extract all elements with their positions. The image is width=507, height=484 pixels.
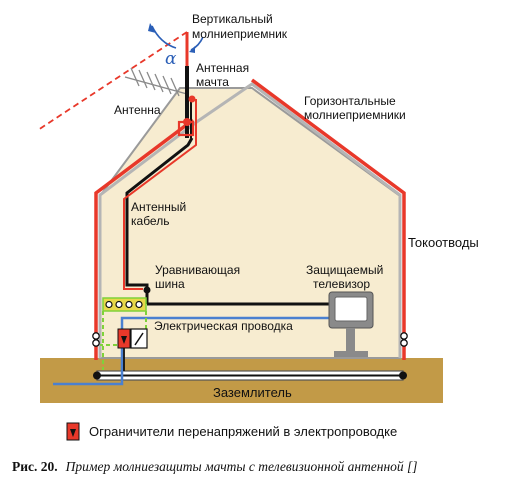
protection-angle-arrow: [151, 25, 177, 49]
figure-caption: Рис. 20. Пример молниезащиты мачты с тел…: [12, 458, 418, 475]
earthing-node-left: [93, 371, 101, 380]
label-vertical-rod-1: Вертикальный: [192, 12, 273, 26]
label-horizontal-rods-2: молниеприемники: [304, 108, 406, 122]
bonding-bar: [102, 297, 147, 312]
earthing-node-right: [399, 371, 407, 380]
horizontal-lightning-conductor: [94, 118, 195, 360]
label-down-conductors: Токоотводы: [408, 235, 479, 250]
legend-surge-arrester-label: Ограничители перенапряжений в электропро…: [89, 424, 397, 439]
label-bonding-bar-2: шина: [155, 277, 185, 291]
label-tv-1: Защищаемый: [306, 263, 383, 277]
antenna: [124, 67, 188, 97]
bonding-node: [143, 286, 151, 294]
label-antenna: Антенна: [114, 103, 161, 117]
label-alpha: α: [165, 49, 177, 69]
legend-surge-arrester-icon: [66, 422, 80, 441]
mast-down-conductor: [123, 99, 197, 290]
caption-number: Рис. 20.: [12, 459, 58, 474]
mast-clamp-node: [183, 118, 191, 126]
electrical-wiring: [53, 316, 330, 386]
label-antenna-cable-1: Антенный: [131, 200, 186, 214]
arrow-head-right: [189, 46, 195, 53]
switch-lever: [134, 332, 144, 346]
label-vertical-rod-2: молниеприемник: [192, 27, 288, 41]
label-mast-1: Антенная: [196, 61, 249, 75]
label-mast-2: мачта: [196, 75, 229, 89]
label-antenna-cable-2: кабель: [131, 214, 169, 228]
clamp-left: [92, 332, 100, 347]
house-outline: [98, 82, 402, 358]
label-tv-2: телевизор: [313, 277, 370, 291]
label-horizontal-rods-1: Горизонтальные: [304, 94, 396, 108]
label-bonding-bar-1: Уравнивающая: [155, 263, 240, 277]
arrow-head-left: [148, 23, 156, 33]
label-wiring: Электрическая проводка: [154, 319, 293, 333]
caption-text: Пример молниезащиты мачты с телевизионно…: [65, 459, 418, 474]
label-earthing: Заземлитель: [213, 385, 292, 400]
green-ground-wire-2: [100, 311, 147, 346]
mast-node: [188, 95, 196, 103]
surge-arrester-arrow: [121, 336, 127, 344]
bonding-bar-terminals: [105, 300, 143, 309]
horizontal-lightning-conductor-right: [250, 78, 406, 360]
clamp-right: [400, 332, 408, 347]
tv-icon: [328, 291, 374, 357]
